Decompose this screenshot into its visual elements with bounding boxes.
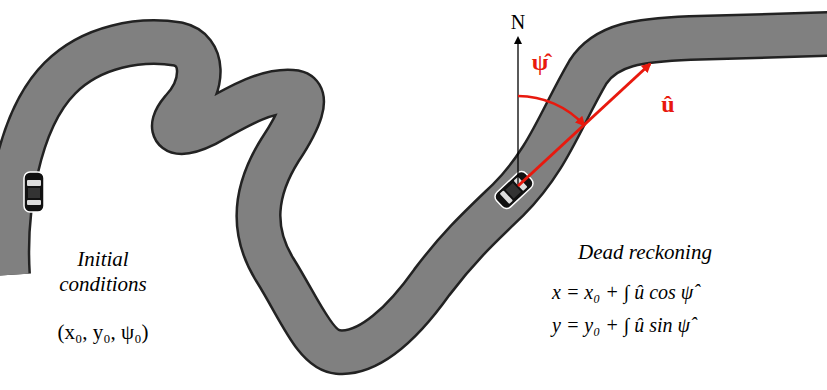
north-arrow: [517, 38, 518, 186]
road: [7, 34, 827, 352]
heading-label: ψ̂: [532, 48, 549, 77]
initial-values: (x₀, y₀, ψ₀): [57, 320, 148, 345]
north-label: N: [511, 10, 525, 34]
heading-arc: [518, 96, 584, 125]
initial-label: Initial conditions: [48, 247, 158, 297]
formula-x: x = x₀ + ∫ û cos ψ̂: [552, 280, 693, 304]
formula-y: y = y₀ + ∫ û sin ψ̂: [552, 313, 690, 337]
car-left: [24, 172, 44, 212]
velocity-arrow: [518, 64, 650, 186]
dead-reckoning-label: Dead reckoning: [578, 240, 712, 265]
speed-label: û: [661, 90, 674, 119]
